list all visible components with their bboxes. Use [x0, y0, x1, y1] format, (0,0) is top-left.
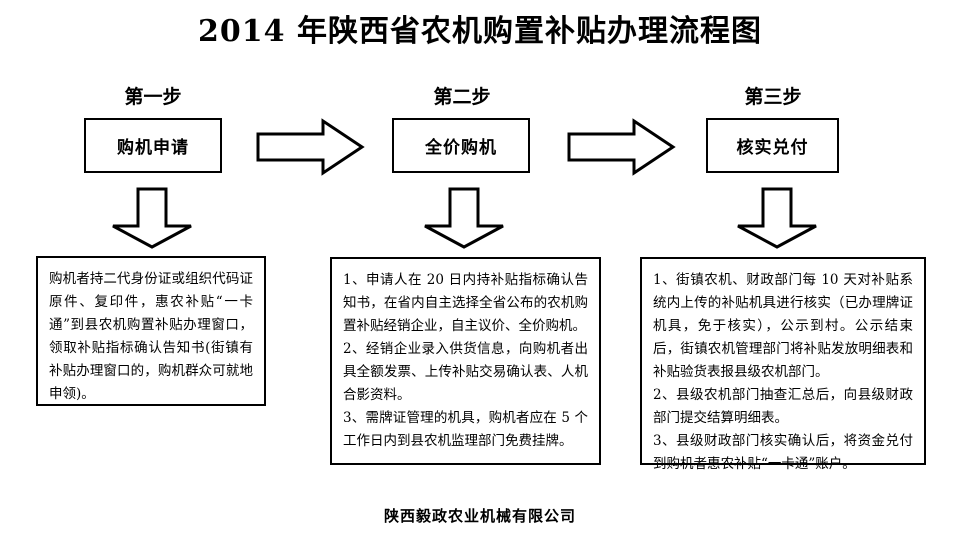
detail-paragraph: 3、需牌证管理的机具，购机者应在 5 个工作日内到县农机监理部门免费挂牌。: [343, 410, 588, 449]
detail-paragraph: 1、申请人在 20 日内持补贴指标确认告知书，在省内自主选择全省公布的农机购置补…: [343, 272, 588, 334]
detail-paragraph: 2、经销企业录入供货信息，向购机者出具全额发票、上传补贴交易确认表、人机合影资料…: [343, 341, 588, 403]
detail-paragraph: 2、县级农机部门抽查汇总后，向县级财政部门提交结算明细表。: [653, 387, 913, 426]
step-label-1: 第一步: [124, 86, 182, 108]
footer-company-name: 陕西毅政农业机械有限公司: [383, 507, 576, 525]
arrow-down-icon: [735, 186, 819, 250]
detail-box-step-3: 1、街镇农机、财政部门每 10 天对补贴系统内上传的补贴机具进行核实（已办理牌证…: [640, 257, 926, 472]
arrow-down-icon: [422, 186, 506, 250]
stage-box-apply: 购机申请: [84, 118, 222, 173]
arrow-right-icon: [566, 116, 676, 178]
detail-paragraph: 1、街镇农机、财政部门每 10 天对补贴系统内上传的补贴机具进行核实（已办理牌证…: [653, 272, 913, 380]
detail-box-step-1: 购机者持二代身份证或组织代码证原件、复印件，惠农补贴“一卡通”到县农机购置补贴办…: [36, 256, 266, 406]
arrow-right-icon: [255, 116, 365, 178]
detail-box-step-2: 1、申请人在 20 日内持补贴指标确认告知书，在省内自主选择全省公布的农机购置补…: [330, 257, 601, 465]
stage-box-full-price-purchase: 全价购机: [392, 118, 530, 173]
stage-box-verify-payout: 核实兑付: [706, 118, 839, 173]
step-label-2: 第二步: [433, 86, 491, 108]
detail-paragraph: 购机者持二代身份证或组织代码证原件、复印件，惠农补贴“一卡通”到县农机购置补贴办…: [49, 271, 253, 402]
page-title: 2014 年陕西省农机购置补贴办理流程图: [198, 14, 762, 49]
arrow-down-icon: [110, 186, 194, 250]
step-label-3: 第三步: [744, 86, 802, 108]
detail-paragraph: 3、县级财政部门核实确认后，将资金兑付到购机者惠农补贴“一卡通”账户。: [653, 433, 913, 472]
